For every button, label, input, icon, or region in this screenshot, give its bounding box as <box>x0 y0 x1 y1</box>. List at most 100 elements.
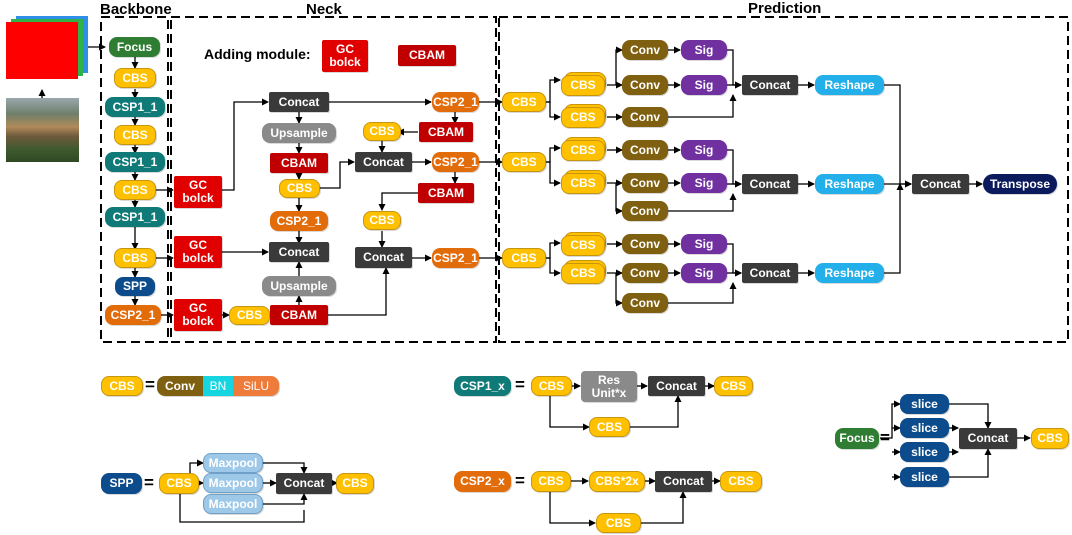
neck-upsample-1: Upsample <box>262 123 336 143</box>
backbone-cbs-1: CBS <box>114 68 156 88</box>
pred-cbs-entry-3: CBS <box>502 248 546 268</box>
pred-g3-conv-3: Conv <box>622 293 668 313</box>
pred-cbs-entry-1: CBS <box>502 92 546 112</box>
legend-spp-maxpool-1: Maxpool <box>203 453 263 473</box>
neck-cbam-1: CBAM <box>270 153 328 173</box>
legend-csp1-cbs-out: CBS <box>714 376 753 396</box>
legend-focus-equals: = <box>880 428 890 447</box>
neck-concat-3: Concat <box>355 152 412 172</box>
pred-g3-conv-1: Conv <box>622 234 668 254</box>
legend-gc-block: GC bolck <box>322 40 368 72</box>
pred-transpose: Transpose <box>983 174 1057 194</box>
backbone-frame <box>100 16 169 343</box>
legend-spp-concat: Concat <box>276 473 332 494</box>
legend-csp2-cbs-2x: CBS*2x <box>589 471 645 492</box>
pred-g2-sig-2: Sig <box>681 173 727 193</box>
legend-focus-cbs-out: CBS <box>1031 428 1069 449</box>
pred-g1-conv-2: Conv <box>622 75 668 95</box>
pred-g2-concat: Concat <box>742 174 798 194</box>
neck-cbam-2: CBAM <box>270 305 328 325</box>
pred-cbs-entry-2: CBS <box>502 152 546 172</box>
neck-cbam-4: CBAM <box>418 183 474 203</box>
legend-focus-slice-3: slice <box>900 442 949 462</box>
backbone-spp: SPP <box>115 277 155 296</box>
pred-g1-cbs-b: CBS <box>561 107 605 128</box>
legend-spp-equals: = <box>144 473 154 492</box>
legend-cbs-equals: = <box>145 375 155 394</box>
legend-spp-maxpool-2: Maxpool <box>203 473 263 493</box>
pred-g1-reshape: Reshape <box>815 75 884 95</box>
pred-g2-sig-1: Sig <box>681 140 727 160</box>
pred-g2-conv-1: Conv <box>622 140 668 160</box>
legend-csp1-concat: Concat <box>648 376 705 396</box>
backbone-csp2-1: CSP2_1 <box>105 305 161 325</box>
neck-cbs-1: CBS <box>279 179 320 198</box>
pred-g3-conv-2: Conv <box>622 263 668 283</box>
legend-cbs-label: CBS <box>101 376 143 396</box>
neck-frame <box>170 16 497 343</box>
backbone-csp1-1a: CSP1_1 <box>105 97 165 117</box>
neck-cbs-4: CBS <box>363 211 401 230</box>
pred-g2-conv-2: Conv <box>622 173 668 193</box>
neck-csp2-1c: CSP2_1 <box>432 152 479 172</box>
neck-gc-block-1: GC bolck <box>174 176 222 208</box>
pred-g1-sig-2: Sig <box>681 75 727 95</box>
legend-csp2-cbs-out: CBS <box>720 471 762 492</box>
legend-cbs-conv: Conv <box>157 376 203 396</box>
neck-csp2-1a: CSP2_1 <box>270 211 328 231</box>
legend-spp-cbs-in: CBS <box>159 473 199 494</box>
pred-g3-cbs-a: CBS <box>561 235 605 256</box>
legend-spp-maxpool-3: Maxpool <box>203 494 263 514</box>
legend-cbam-block: CBAM <box>398 45 456 66</box>
pred-g2-cbs-a: CBS <box>561 140 605 161</box>
section-label-neck: Neck <box>306 1 342 18</box>
backbone-csp1-1b: CSP1_1 <box>105 152 165 172</box>
pred-g3-cbs-b: CBS <box>561 263 605 284</box>
legend-focus-concat: Concat <box>959 428 1017 449</box>
pred-g3-reshape: Reshape <box>815 263 884 283</box>
backbone-cbs-3: CBS <box>114 180 156 200</box>
backbone-focus: Focus <box>109 37 160 57</box>
pred-g2-cbs-b: CBS <box>561 173 605 194</box>
legend-csp2-equals: = <box>515 471 525 490</box>
pred-g3-concat: Concat <box>742 263 798 283</box>
legend-spp-label: SPP <box>101 473 142 494</box>
legend-csp2-concat: Concat <box>655 471 712 492</box>
rgb-input-stack-icon <box>6 16 88 79</box>
neck-concat-1: Concat <box>269 92 329 112</box>
backbone-cbs-4: CBS <box>114 248 156 268</box>
backbone-csp1-1c: CSP1_1 <box>105 207 165 227</box>
neck-cbs-3: CBS <box>363 122 401 141</box>
pred-g2-reshape: Reshape <box>815 174 884 194</box>
neck-cbs-2: CBS <box>229 306 270 325</box>
legend-focus-slice-2: slice <box>900 418 949 438</box>
neck-concat-2: Concat <box>269 242 329 262</box>
legend-cbs-bn: BN <box>203 376 233 396</box>
pred-g3-sig-1: Sig <box>681 234 727 254</box>
pred-final-concat: Concat <box>912 174 969 194</box>
pred-g1-conv-1: Conv <box>622 40 668 60</box>
legend-cbs-silu: SiLU <box>233 376 279 396</box>
section-frames <box>100 16 1069 343</box>
backbone-cbs-2: CBS <box>114 125 156 145</box>
pred-g3-sig-2: Sig <box>681 263 727 283</box>
adding-module-label: Adding module: <box>204 46 311 62</box>
neck-gc-block-3: GC bolck <box>174 299 222 331</box>
neck-upsample-2: Upsample <box>262 276 336 296</box>
neck-gc-block-2: GC bolck <box>174 236 222 268</box>
legend-csp1-cbs-skip: CBS <box>589 417 630 437</box>
pred-g1-conv-3: Conv <box>622 107 668 127</box>
pred-g1-cbs-a: CBS <box>561 75 605 96</box>
input-photo-thumbnail <box>6 98 79 162</box>
prediction-frame <box>498 16 1069 343</box>
legend-csp2-cbs-skip: CBS <box>596 513 641 533</box>
pred-g2-conv-3: Conv <box>622 201 668 221</box>
legend-focus-label: Focus <box>835 428 879 449</box>
neck-cbam-3: CBAM <box>419 122 473 142</box>
legend-csp2-cbs-in: CBS <box>531 471 571 492</box>
legend-csp1-res-unit: Res Unit*x <box>581 371 637 402</box>
neck-csp2-1d: CSP2_1 <box>432 248 479 268</box>
legend-focus-slice-1: slice <box>900 394 949 414</box>
